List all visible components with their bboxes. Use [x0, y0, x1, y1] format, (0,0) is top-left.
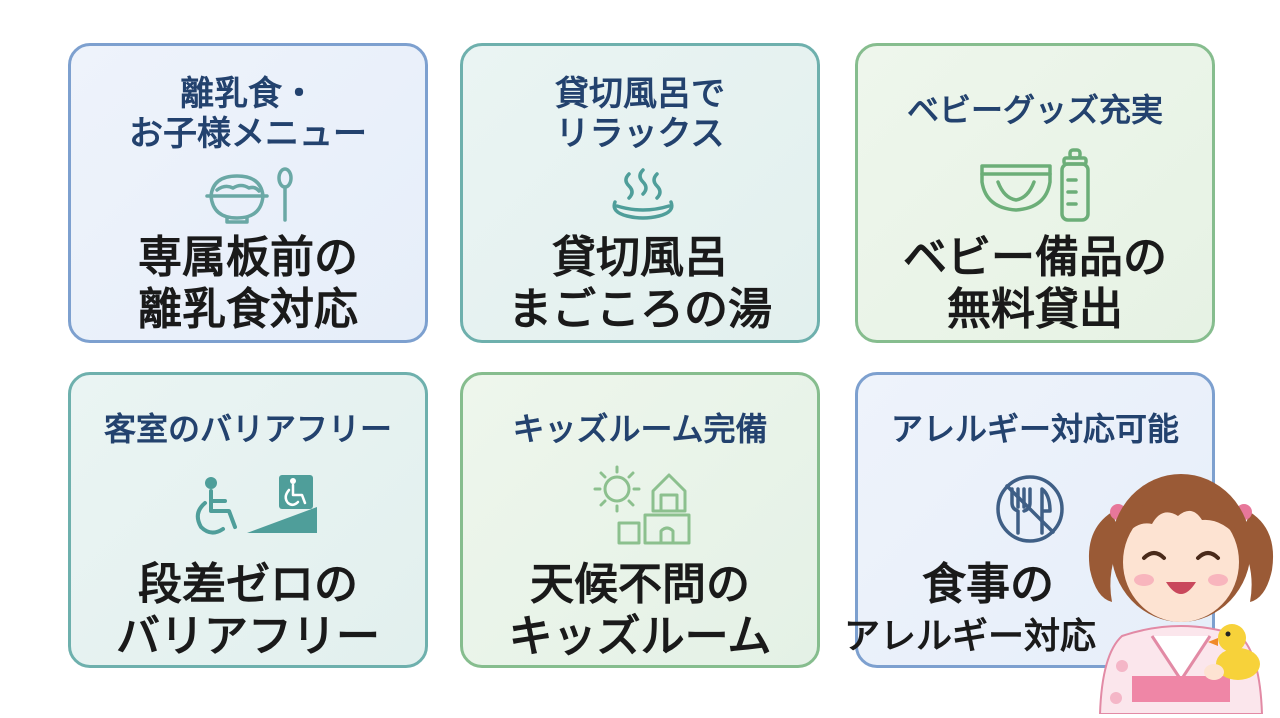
card-baby-goods: ベビーグッズ充実 ベビー備品の 無料貸出: [855, 43, 1215, 343]
card-title: ベビーグッズ充実: [906, 91, 1163, 129]
no-cutlery-icon: [990, 473, 1070, 545]
card-main-text: 段差ゼロの バリアフリー: [116, 559, 380, 662]
card-title: 客室のバリアフリー: [103, 410, 392, 448]
wheelchair-ramp-icon: [189, 471, 323, 539]
card-allergy: アレルギー対応可能 食事の アレルギー対応: [844, 372, 1215, 668]
card-title: 離乳食・ お子様メニュー: [129, 74, 367, 154]
card-main-text: 貸切風呂 まごころの湯: [508, 232, 772, 335]
diaper-bottle-icon: [976, 146, 1100, 226]
rice-bowl-spoon-icon: [203, 166, 299, 224]
card-title: 貸切風呂で リラックス: [555, 74, 725, 154]
mascot-girl-illustration: [1082, 440, 1280, 715]
card-main-text: 専属板前の 離乳食対応: [138, 232, 358, 335]
card-title: キッズルーム完備: [512, 410, 768, 448]
hot-spring-icon: [607, 166, 679, 222]
card-title: アレルギー対応可能: [890, 410, 1179, 448]
card-main-text: ベビー備品の 無料貸出: [903, 232, 1167, 335]
card-kids-room: キッズルーム完備 天候不問の キッズルーム: [460, 372, 820, 668]
sun-blocks-icon: [589, 461, 699, 545]
card-main-text: 食事の アレルギー対応: [844, 559, 1097, 657]
card-private-bath: 貸切風呂で リラックス 貸切風呂 まごころの湯: [460, 43, 820, 343]
card-baby-food: 離乳食・ お子様メニュー 専属板前の 離乳食対応: [68, 43, 428, 343]
card-barrier-free: 客室のバリアフリー 段差ゼロの バリアフリー: [68, 372, 428, 668]
card-main-text: 天候不問の キッズルーム: [508, 559, 772, 662]
